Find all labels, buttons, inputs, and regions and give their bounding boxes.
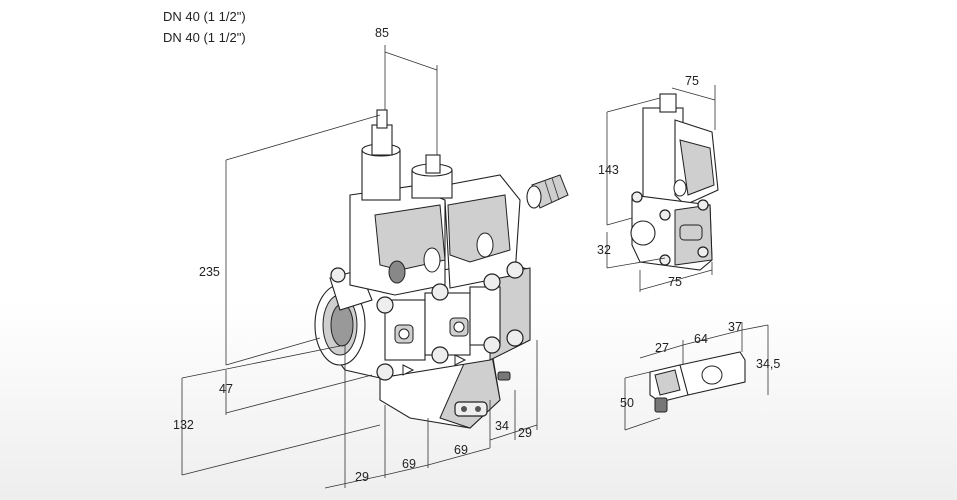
title-line-1: DN 40 (1 1/2") <box>163 9 246 24</box>
dim-34: 34 <box>495 419 509 433</box>
title-block: DN 40 (1 1/2") DN 40 (1 1/2") <box>163 6 246 48</box>
cable-gland <box>526 174 569 209</box>
dim-50: 50 <box>620 396 634 410</box>
side-view <box>630 93 719 271</box>
dimension-labels: 85 235 47 132 29 69 69 34 29 75 143 32 7… <box>173 26 780 484</box>
plug-detail <box>649 351 746 413</box>
dim-47: 47 <box>219 382 233 396</box>
dim-235: 235 <box>199 265 220 279</box>
dim-34-5: 34,5 <box>756 357 780 371</box>
dim-69-b: 69 <box>454 443 468 457</box>
dim-85: 85 <box>375 26 389 40</box>
dim-75-bottom: 75 <box>668 275 682 289</box>
dim-132: 132 <box>173 418 194 432</box>
dim-75-top: 75 <box>685 74 699 88</box>
dimension-lines <box>181 45 769 489</box>
dim-27: 27 <box>655 341 669 355</box>
title-line-2: DN 40 (1 1/2") <box>163 30 246 45</box>
dim-32: 32 <box>597 243 611 257</box>
dim-29-front: 29 <box>355 470 369 484</box>
dim-37: 37 <box>728 320 742 334</box>
main-valve-assembly <box>314 109 531 429</box>
dim-29-side: 29 <box>518 426 532 440</box>
dim-69-a: 69 <box>402 457 416 471</box>
dim-64: 64 <box>694 332 708 346</box>
dim-143: 143 <box>598 163 619 177</box>
